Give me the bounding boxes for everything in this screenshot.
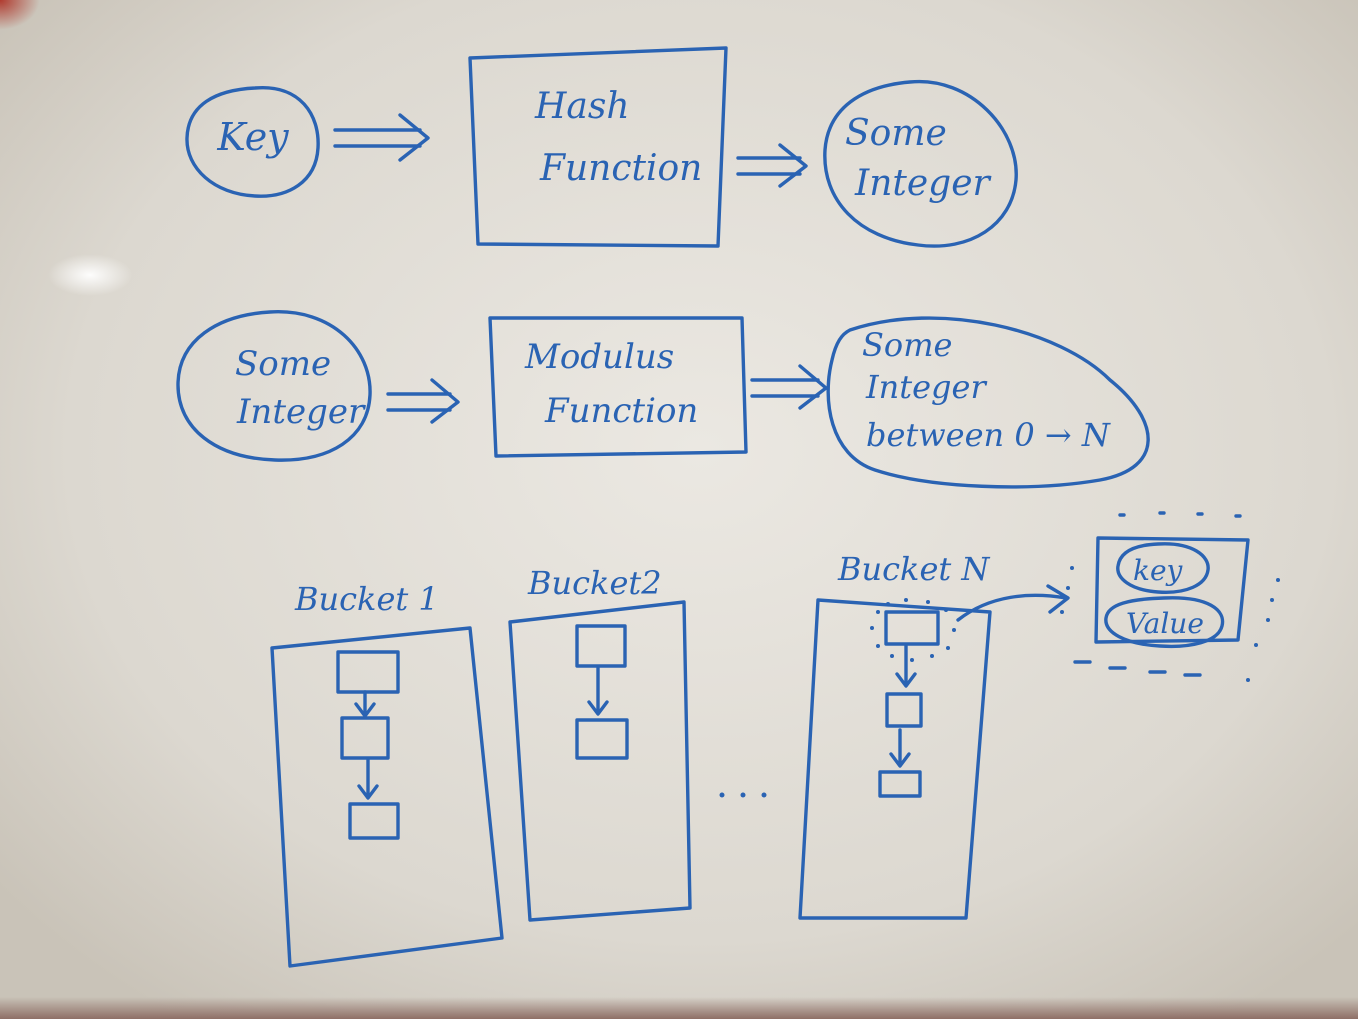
bucket-2-node-2: [575, 718, 629, 760]
modulus-label-line2: Function: [544, 391, 698, 431]
modulus-label-line1: Modulus: [524, 337, 674, 377]
bucket-n-box: [798, 598, 992, 920]
hash-function-box: [468, 46, 728, 248]
entry-box: [1094, 536, 1250, 644]
range-output-line1: Some: [862, 326, 952, 364]
range-output-ellipse: [826, 316, 1150, 489]
integer-output-line1: Some: [845, 113, 947, 154]
entry-key-ellipse: [1116, 542, 1210, 594]
bucket-2-label: Bucket2: [527, 564, 662, 602]
board-frame-bottom: [0, 997, 1358, 1019]
key-circle: [185, 86, 320, 198]
bucket-n-node-3: [878, 770, 922, 798]
bucket-n-label: Bucket N: [837, 550, 990, 588]
bucket-ellipsis: [719, 792, 767, 798]
modulus-function-box: [488, 316, 748, 458]
bucket-n-node-2: [885, 692, 923, 728]
integer-output-line2: Integer: [854, 163, 992, 204]
bucket-1-box: [270, 626, 504, 968]
bucket-1-node-3: [348, 802, 400, 840]
some-integer-output-ellipse: [823, 79, 1018, 248]
bucket-1-link-1: [354, 690, 376, 718]
node-to-entry-arrow: [956, 584, 1070, 622]
bucket-2-link-1: [587, 666, 609, 716]
arrow-modulus-to-range: [750, 364, 828, 410]
some-integer-input-ellipse: [176, 310, 372, 462]
bucket-1-node-1: [336, 650, 400, 694]
bucket-1-node-2: [340, 716, 390, 760]
bucket-n-node-1: [884, 610, 940, 646]
entry-value-label: Value: [1126, 607, 1204, 640]
arrow-key-to-hash: [333, 113, 430, 162]
red-corner-edge: [0, 0, 40, 30]
range-output-line3: between 0 → N: [866, 416, 1111, 454]
key-label: Key: [216, 115, 289, 159]
range-output-line2: Integer: [865, 368, 987, 406]
bucket-1-label: Bucket 1: [294, 580, 439, 618]
bucket-2-box: [508, 600, 692, 922]
entry-dotted-surround: [1060, 511, 1280, 682]
arrow-integer-to-modulus: [386, 378, 460, 424]
bucket-2-node-1: [575, 624, 627, 668]
bucket-n-link-1: [895, 644, 917, 688]
bucket-n-link-2: [889, 728, 911, 768]
hash-label-line1: Hash: [534, 86, 630, 127]
bucket-1-link-2: [357, 758, 379, 800]
entry-value-ellipse: [1104, 596, 1225, 649]
arrow-hash-to-integer: [736, 143, 808, 188]
integer-input-line1: Some: [235, 344, 331, 384]
bucket-n-node-1-highlight: [870, 598, 956, 662]
integer-input-line2: Integer: [236, 392, 366, 432]
hash-label-line2: Function: [539, 148, 702, 189]
entry-key-label: key: [1133, 554, 1184, 587]
